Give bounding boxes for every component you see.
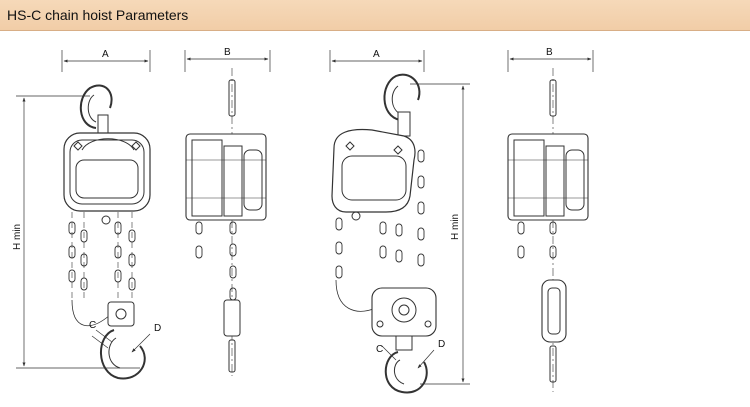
dimension-a-label-2: A bbox=[373, 49, 380, 60]
dimension-d-label-2: D bbox=[438, 339, 445, 350]
dimension-c-label: C bbox=[89, 320, 96, 331]
hoist-front-view-2: A H min bbox=[329, 49, 470, 394]
dimension-h-min-label: H min bbox=[12, 224, 23, 250]
dimension-c-label-2: C bbox=[376, 344, 383, 355]
hoist-side-view-2: B bbox=[507, 47, 594, 392]
hoist-drawings: A H min bbox=[12, 47, 594, 394]
hoist-side-view-1: B bbox=[184, 47, 271, 376]
dimension-d-label: D bbox=[154, 323, 161, 334]
dimension-b-label: B bbox=[224, 47, 231, 58]
title-bar: HS-C chain hoist Parameters bbox=[0, 0, 750, 31]
dimension-h-min-label-2: H min bbox=[450, 214, 461, 240]
hoist-front-view-1: A H min bbox=[12, 49, 161, 380]
page-title: HS-C chain hoist Parameters bbox=[7, 7, 189, 23]
dimension-a-label: A bbox=[102, 49, 109, 60]
dimension-b-label-2: B bbox=[546, 47, 553, 58]
